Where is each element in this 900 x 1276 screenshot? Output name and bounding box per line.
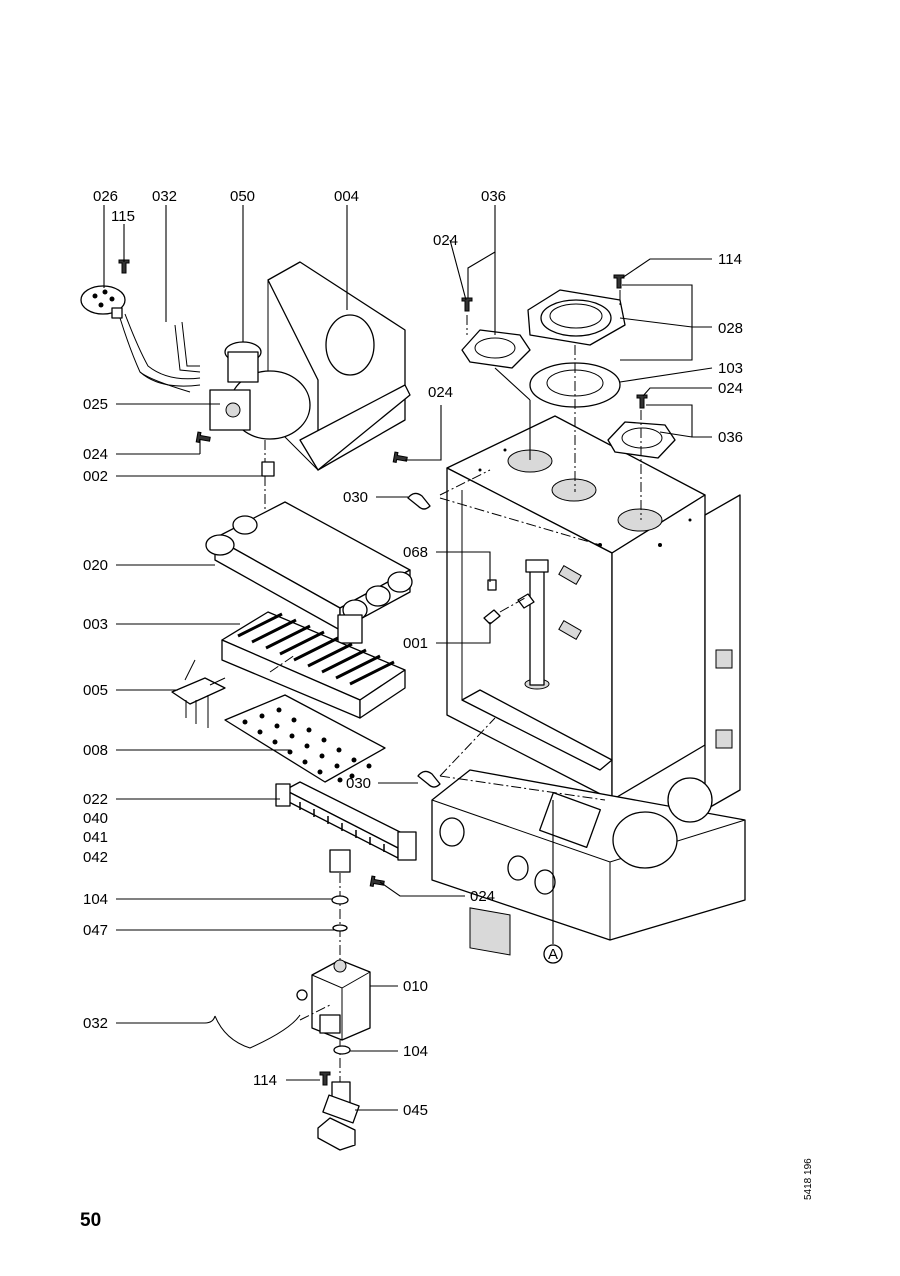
marker-a: A bbox=[543, 800, 563, 964]
label-114-top: 114 bbox=[718, 251, 742, 268]
label-114-bottom: 114 bbox=[253, 1072, 277, 1089]
label-030-top: 030 bbox=[343, 489, 368, 506]
sensor-068 bbox=[487, 579, 497, 591]
hose-032-bottom bbox=[214, 1014, 301, 1049]
label-008: 008 bbox=[83, 742, 108, 759]
page-number: 50 bbox=[80, 1210, 102, 1231]
burner-grid-008 bbox=[224, 694, 386, 783]
flue-plate-036-right bbox=[607, 421, 676, 459]
leader-lines bbox=[103, 205, 713, 1111]
gas-valve-010 bbox=[296, 959, 371, 1041]
part-labels: 026 115 032 050 004 036 024 114 028 103 … bbox=[83, 188, 743, 1119]
screws bbox=[118, 259, 648, 1086]
label-003: 003 bbox=[83, 616, 108, 633]
label-030-bottom: 030 bbox=[346, 775, 371, 792]
label-115: 115 bbox=[111, 208, 135, 225]
flue-opening-3 bbox=[617, 508, 663, 532]
label-050: 050 bbox=[230, 188, 255, 205]
washer-104-bottom bbox=[333, 1045, 351, 1055]
label-036-top: 036 bbox=[481, 188, 506, 205]
label-026: 026 bbox=[93, 188, 118, 205]
flue-plate-036-top bbox=[461, 329, 531, 369]
label-047: 047 bbox=[83, 922, 108, 939]
electrode-block-005 bbox=[171, 659, 226, 728]
hood-004 bbox=[267, 261, 411, 471]
fan-050 bbox=[209, 341, 311, 440]
label-024-top: 024 bbox=[433, 232, 458, 249]
label-104-right: 104 bbox=[403, 1043, 428, 1060]
clip-030-bottom bbox=[417, 770, 441, 788]
label-024-mid: 024 bbox=[428, 384, 453, 401]
pressure-sensor-026 bbox=[80, 285, 126, 319]
pipe-fitting bbox=[329, 849, 351, 873]
label-025: 025 bbox=[83, 396, 108, 413]
flue-adapter-028 bbox=[527, 289, 626, 346]
label-068: 068 bbox=[403, 544, 428, 561]
hoses-032-top bbox=[119, 313, 201, 393]
label-024-right: 024 bbox=[718, 380, 743, 397]
marker-a-label: A bbox=[548, 946, 558, 963]
gas-cock-045 bbox=[317, 1081, 360, 1151]
sensor-001 bbox=[483, 609, 501, 625]
clip-030-top bbox=[407, 492, 431, 510]
label-040: 040 bbox=[83, 810, 108, 827]
label-041: 041 bbox=[83, 829, 108, 846]
label-032-bottom: 032 bbox=[83, 1015, 108, 1032]
label-020: 020 bbox=[83, 557, 108, 574]
label-028: 028 bbox=[718, 320, 743, 337]
boiler-base bbox=[431, 769, 746, 956]
label-022: 022 bbox=[83, 791, 108, 808]
label-045: 045 bbox=[403, 1102, 428, 1119]
label-032-top: 032 bbox=[152, 188, 177, 205]
label-024-left: 024 bbox=[83, 446, 108, 463]
label-004: 004 bbox=[334, 188, 359, 205]
label-001: 001 bbox=[403, 635, 428, 652]
clip-002 bbox=[261, 461, 275, 477]
flue-opening-2 bbox=[551, 478, 597, 502]
washer-104-top bbox=[331, 895, 349, 905]
label-010: 010 bbox=[403, 978, 428, 995]
burner-003 bbox=[221, 611, 406, 719]
heat-exchanger-020 bbox=[205, 501, 413, 644]
label-002: 002 bbox=[83, 468, 108, 485]
label-104-left: 104 bbox=[83, 891, 108, 908]
document-number: 5418 196 bbox=[803, 1158, 814, 1200]
label-024-bottom: 024 bbox=[470, 888, 495, 905]
gasket-047 bbox=[332, 924, 348, 932]
label-042: 042 bbox=[83, 849, 108, 866]
gas-manifold-022 bbox=[275, 781, 417, 861]
label-005: 005 bbox=[83, 682, 108, 699]
label-103: 103 bbox=[718, 360, 743, 377]
label-036-right: 036 bbox=[718, 429, 743, 446]
